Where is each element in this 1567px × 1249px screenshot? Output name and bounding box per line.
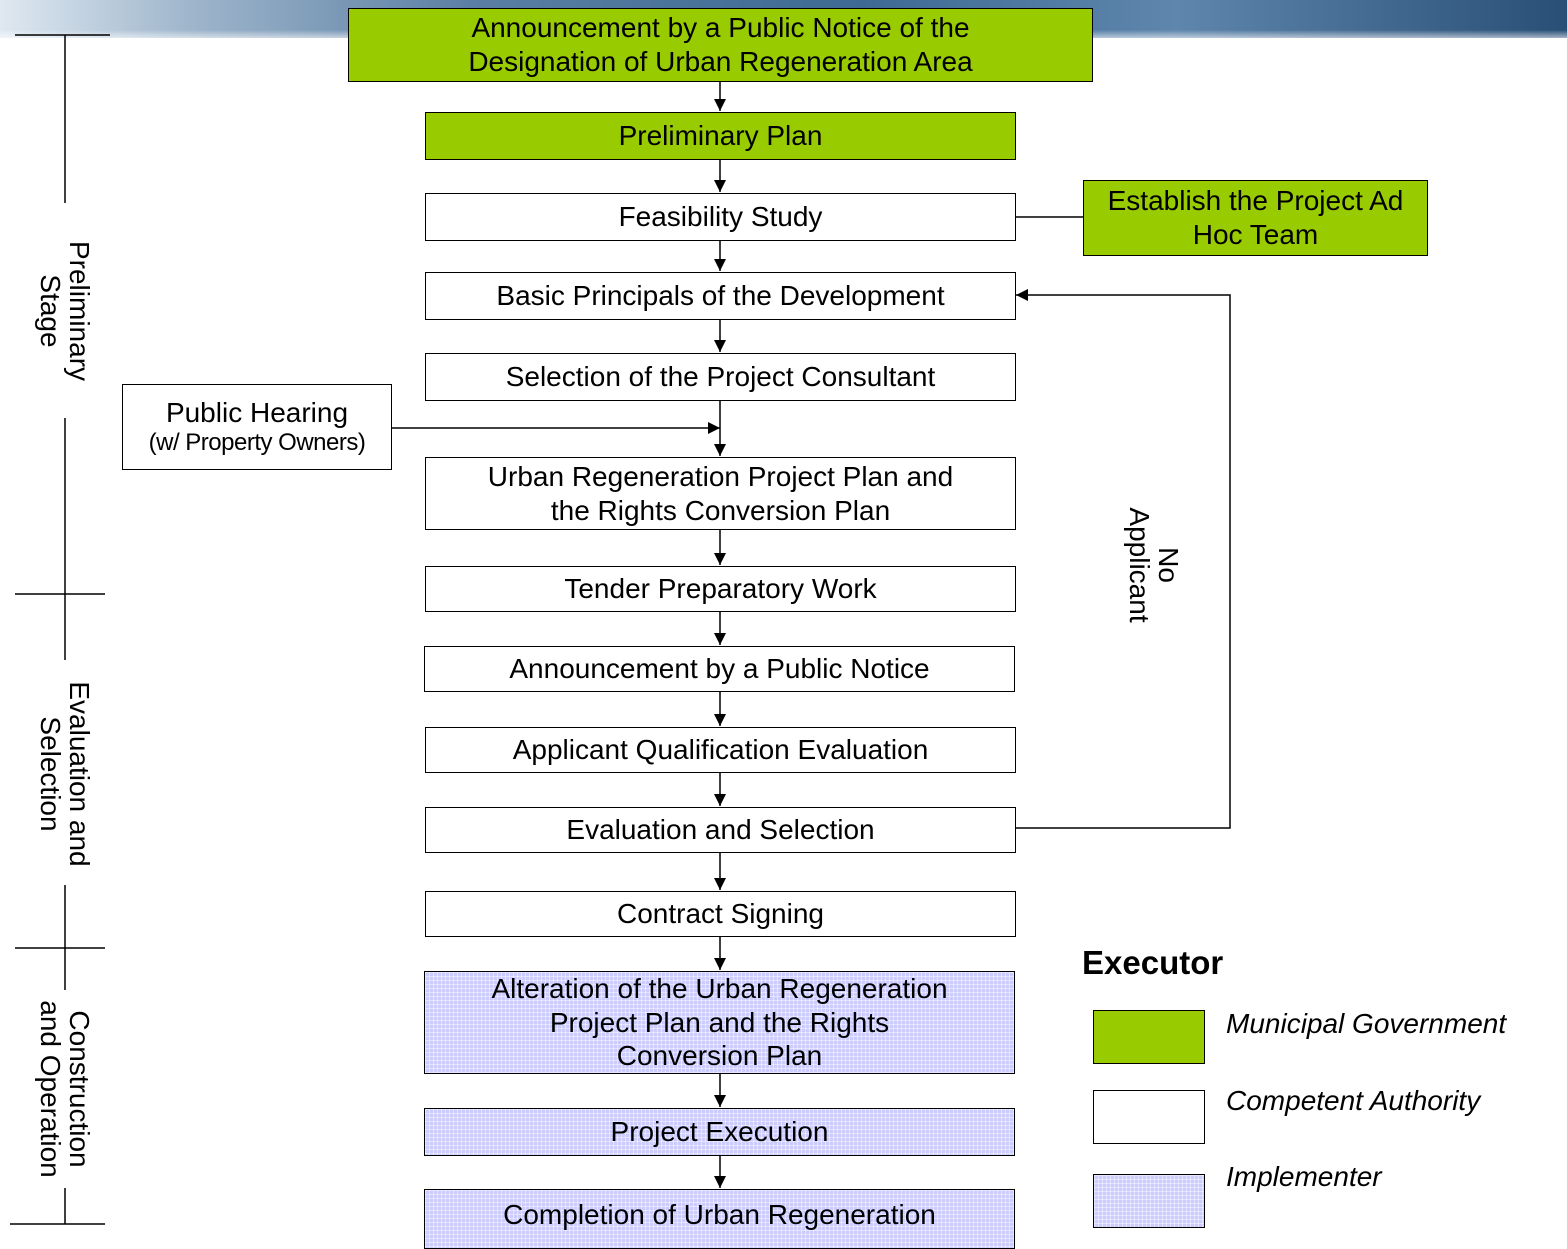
step-qualification: Applicant Qualification Evaluation <box>425 727 1016 773</box>
legend-title: Executor <box>1082 944 1224 981</box>
no-applicant-loop <box>1016 289 1231 829</box>
step-line: Applicant Qualification Evaluation <box>512 734 929 766</box>
stage-line: Selection <box>35 716 66 832</box>
step-line: Feasibility Study <box>618 201 823 233</box>
step-line: Announcement by a Public Notice <box>509 653 930 685</box>
ad-hoc-line: Hoc Team <box>1192 219 1319 250</box>
step-line: Selection of the Project Consultant <box>505 361 936 393</box>
step-line: Urban Regeneration Project Plan and <box>487 460 954 492</box>
step-evaluation-selection: Evaluation and Selection <box>425 807 1016 853</box>
ad-hoc-line: Establish the Project Ad <box>1107 185 1404 217</box>
legend-label-competent: Competent Authority <box>1226 1085 1481 1116</box>
no-applicant-line: Applicant <box>1124 507 1155 623</box>
step-preliminary-plan: Preliminary Plan <box>425 112 1016 160</box>
step-line: the Rights Conversion Plan <box>550 494 891 526</box>
step-contract-signing: Contract Signing <box>425 891 1016 937</box>
stage-line: Preliminary <box>64 240 96 382</box>
public-hearing-box: Public Hearing(w/ Property Owners) <box>122 384 392 470</box>
step-announcement-notice: Announcement by a Public Notice <box>424 646 1015 692</box>
step-feasibility-study: Feasibility Study <box>425 193 1016 241</box>
step-basic-principals: Basic Principals of the Development <box>425 272 1016 320</box>
public-hearing-note: (w/ Property Owners) <box>148 429 366 457</box>
step-line: Evaluation and Selection <box>566 814 875 846</box>
step-line: Basic Principals of the Development <box>496 280 945 312</box>
step-line: Designation of Urban Regeneration Area <box>468 46 973 77</box>
legend-swatch-implementer <box>1093 1174 1205 1228</box>
step-line: Tender Preparatory Work <box>564 573 877 605</box>
legend-swatch-competent <box>1093 1090 1205 1144</box>
no-applicant-line: No <box>1153 547 1185 583</box>
step-line: Alteration of the Urban Regeneration <box>491 973 948 1005</box>
step-line: Announcement by a Public Notice of the <box>471 12 970 44</box>
stage-line: Evaluation and <box>64 681 96 867</box>
step-tender-work: Tender Preparatory Work <box>425 566 1016 612</box>
stage-line: Stage <box>35 274 66 348</box>
stage-line: Construction <box>64 1010 96 1168</box>
legend-label-municipal: Municipal Government <box>1226 1008 1507 1039</box>
step-line: Preliminary Plan <box>618 120 823 152</box>
step-completion: Completion of Urban Regeneration <box>424 1189 1015 1249</box>
public-hearing-title: Public Hearing <box>165 396 349 428</box>
step-line: Project Execution <box>610 1116 829 1148</box>
step-selection-consultant: Selection of the Project Consultant <box>425 353 1016 401</box>
step-line: Contract Signing <box>616 898 824 930</box>
step-line: Conversion Plan <box>616 1040 823 1072</box>
legend-swatch-municipal <box>1093 1010 1205 1064</box>
stage-line: and Operation <box>35 1000 66 1178</box>
step-line: Project Plan and the Rights <box>549 1006 890 1038</box>
step-project-execution: Project Execution <box>424 1108 1015 1156</box>
legend-label-implementer: Implementer <box>1226 1161 1382 1192</box>
step-line: Completion of Urban Regeneration <box>503 1199 936 1230</box>
